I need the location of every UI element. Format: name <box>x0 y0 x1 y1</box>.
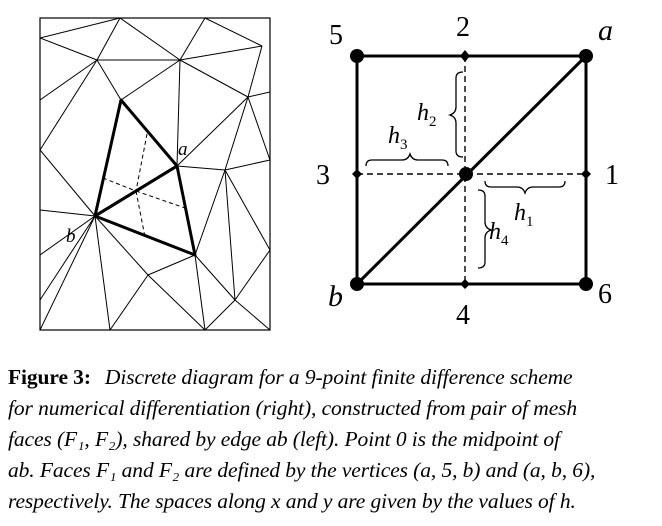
label-h3: h3 <box>388 123 408 153</box>
mesh-label-a: a <box>178 139 188 160</box>
brace-h2 <box>447 71 464 158</box>
brace-h4 <box>477 189 494 269</box>
label-2: 2 <box>456 12 470 43</box>
node-a <box>579 49 593 63</box>
brace-h1 <box>484 180 566 196</box>
label-1: 1 <box>605 160 619 191</box>
label-a: a <box>598 14 613 47</box>
caption-text-1: Discrete diagram for a 9-point finite di… <box>104 365 573 389</box>
label-b: b <box>328 280 343 313</box>
highlighted-faces <box>93 98 197 257</box>
node-1 <box>581 169 591 179</box>
label-h2: h2 <box>417 100 437 130</box>
brace-h3 <box>365 151 449 167</box>
node-5 <box>350 49 364 63</box>
mesh-edges <box>40 18 270 330</box>
caption-line-2: for numerical differentiation (right), c… <box>8 396 578 420</box>
label-h4: h4 <box>489 219 509 249</box>
caption-line-3: faces (F₁, F₂), shared by edge ab (left)… <box>8 427 560 451</box>
caption-line-5: respectively. The spaces along x and y a… <box>8 489 576 513</box>
node-3 <box>352 169 362 179</box>
figure-caption: Figure 3: Discrete diagram for a 9-point … <box>8 362 656 517</box>
label-4: 4 <box>456 300 470 331</box>
mesh-dashed-lines <box>102 133 186 238</box>
caption-line-4: ab. Faces F₁ and F₂ are defined by the v… <box>8 458 596 482</box>
mesh-border <box>39 17 271 331</box>
stencil-panel: 5 a b 6 2 3 1 4 h1 h2 h3 h4 <box>316 12 619 331</box>
spacing-braces <box>365 71 566 269</box>
label-h1: h1 <box>514 200 534 230</box>
caption-line-1: Figure 3: Discrete diagram for a 9-point … <box>8 362 656 393</box>
mesh-panel: a b <box>39 17 271 331</box>
label-6: 6 <box>598 279 612 310</box>
node-4 <box>460 279 470 289</box>
label-3: 3 <box>316 160 330 191</box>
node-2 <box>460 50 470 62</box>
node-b <box>350 277 364 291</box>
node-6 <box>579 277 593 291</box>
mesh-label-b: b <box>66 226 76 247</box>
caption-label: Figure 3: <box>8 365 91 389</box>
figure-3-diagram: a b 5 a b 6 2 3 1 <box>39 12 619 331</box>
label-5: 5 <box>329 20 343 51</box>
node-0 <box>459 167 473 181</box>
